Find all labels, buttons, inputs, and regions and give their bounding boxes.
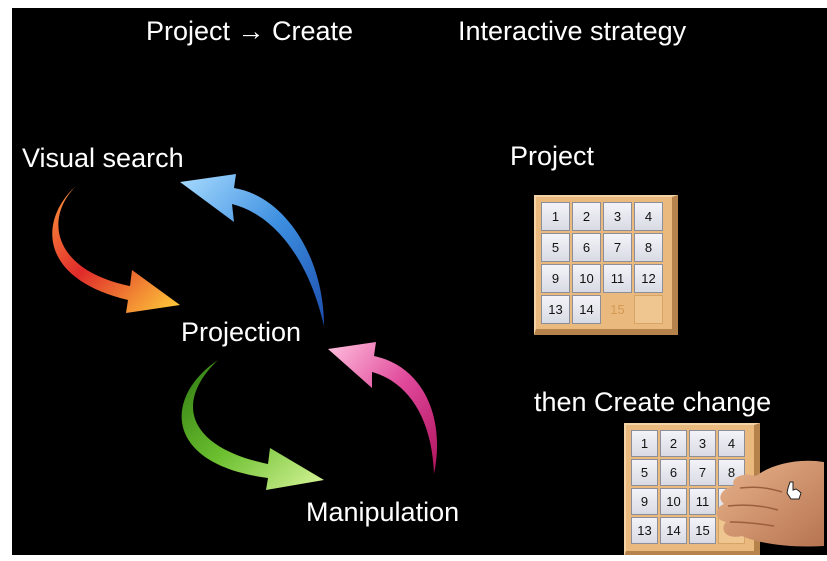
puzzle-tile: 6 — [572, 233, 601, 262]
puzzle-tile: 9 — [541, 264, 570, 293]
puzzle-tile: 3 — [603, 202, 632, 231]
label-project: Project — [510, 141, 595, 171]
puzzle-tile: 8 — [634, 233, 663, 262]
puzzle-tile: 7 — [603, 233, 632, 262]
puzzle-tile: 10 — [572, 264, 601, 293]
puzzle-tile: 4 — [718, 430, 745, 457]
puzzle-tile: 14 — [660, 517, 687, 544]
label-visual-search: Visual search — [22, 143, 184, 173]
puzzle-tile: 11 — [603, 264, 632, 293]
hand-cursor-icon — [716, 460, 824, 547]
label-then-create-change: then Create change — [534, 387, 772, 417]
curved-arrow-icon — [180, 174, 324, 326]
cycle-arrows — [52, 174, 438, 490]
fifteen-puzzle-project: 1 2 3 4 5 6 7 8 9 10 11 12 13 14 15 — [534, 195, 678, 335]
puzzle-empty-slot — [634, 295, 663, 324]
puzzle-tile-projected: 15 — [603, 295, 632, 324]
puzzle-tile: 12 — [634, 264, 663, 293]
puzzle-tile: 7 — [689, 459, 716, 486]
puzzle-tile: 1 — [541, 202, 570, 231]
puzzle-tile: 2 — [572, 202, 601, 231]
puzzle-tile: 3 — [689, 430, 716, 457]
slide-title-right: Interactive strategy — [458, 16, 687, 46]
puzzle-tile: 14 — [572, 295, 601, 324]
puzzle-tile: 13 — [631, 517, 658, 544]
puzzle-tile: 1 — [631, 430, 658, 457]
curved-arrow-icon — [52, 186, 180, 313]
slide-title-left: Project → Create — [146, 16, 354, 46]
label-projection: Projection — [181, 317, 302, 347]
puzzle-tile: 10 — [660, 488, 687, 515]
puzzle-tile: 13 — [541, 295, 570, 324]
fifteen-puzzle-create: 1 2 3 4 5 6 7 8 9 10 11 13 14 15 — [624, 423, 760, 555]
puzzle-tile: 11 — [689, 488, 716, 515]
puzzle-tile: 6 — [660, 459, 687, 486]
puzzle-tile: 2 — [660, 430, 687, 457]
puzzle-tile: 4 — [634, 202, 663, 231]
slide: Project → Create Interactive strategy — [12, 8, 827, 555]
curved-arrow-icon — [328, 342, 438, 474]
puzzle-tile: 5 — [541, 233, 570, 262]
label-manipulation: Manipulation — [306, 497, 460, 527]
puzzle-tile: 9 — [631, 488, 658, 515]
puzzle-tile: 5 — [631, 459, 658, 486]
curved-arrow-icon — [181, 360, 324, 490]
puzzle-tile: 15 — [689, 517, 716, 544]
